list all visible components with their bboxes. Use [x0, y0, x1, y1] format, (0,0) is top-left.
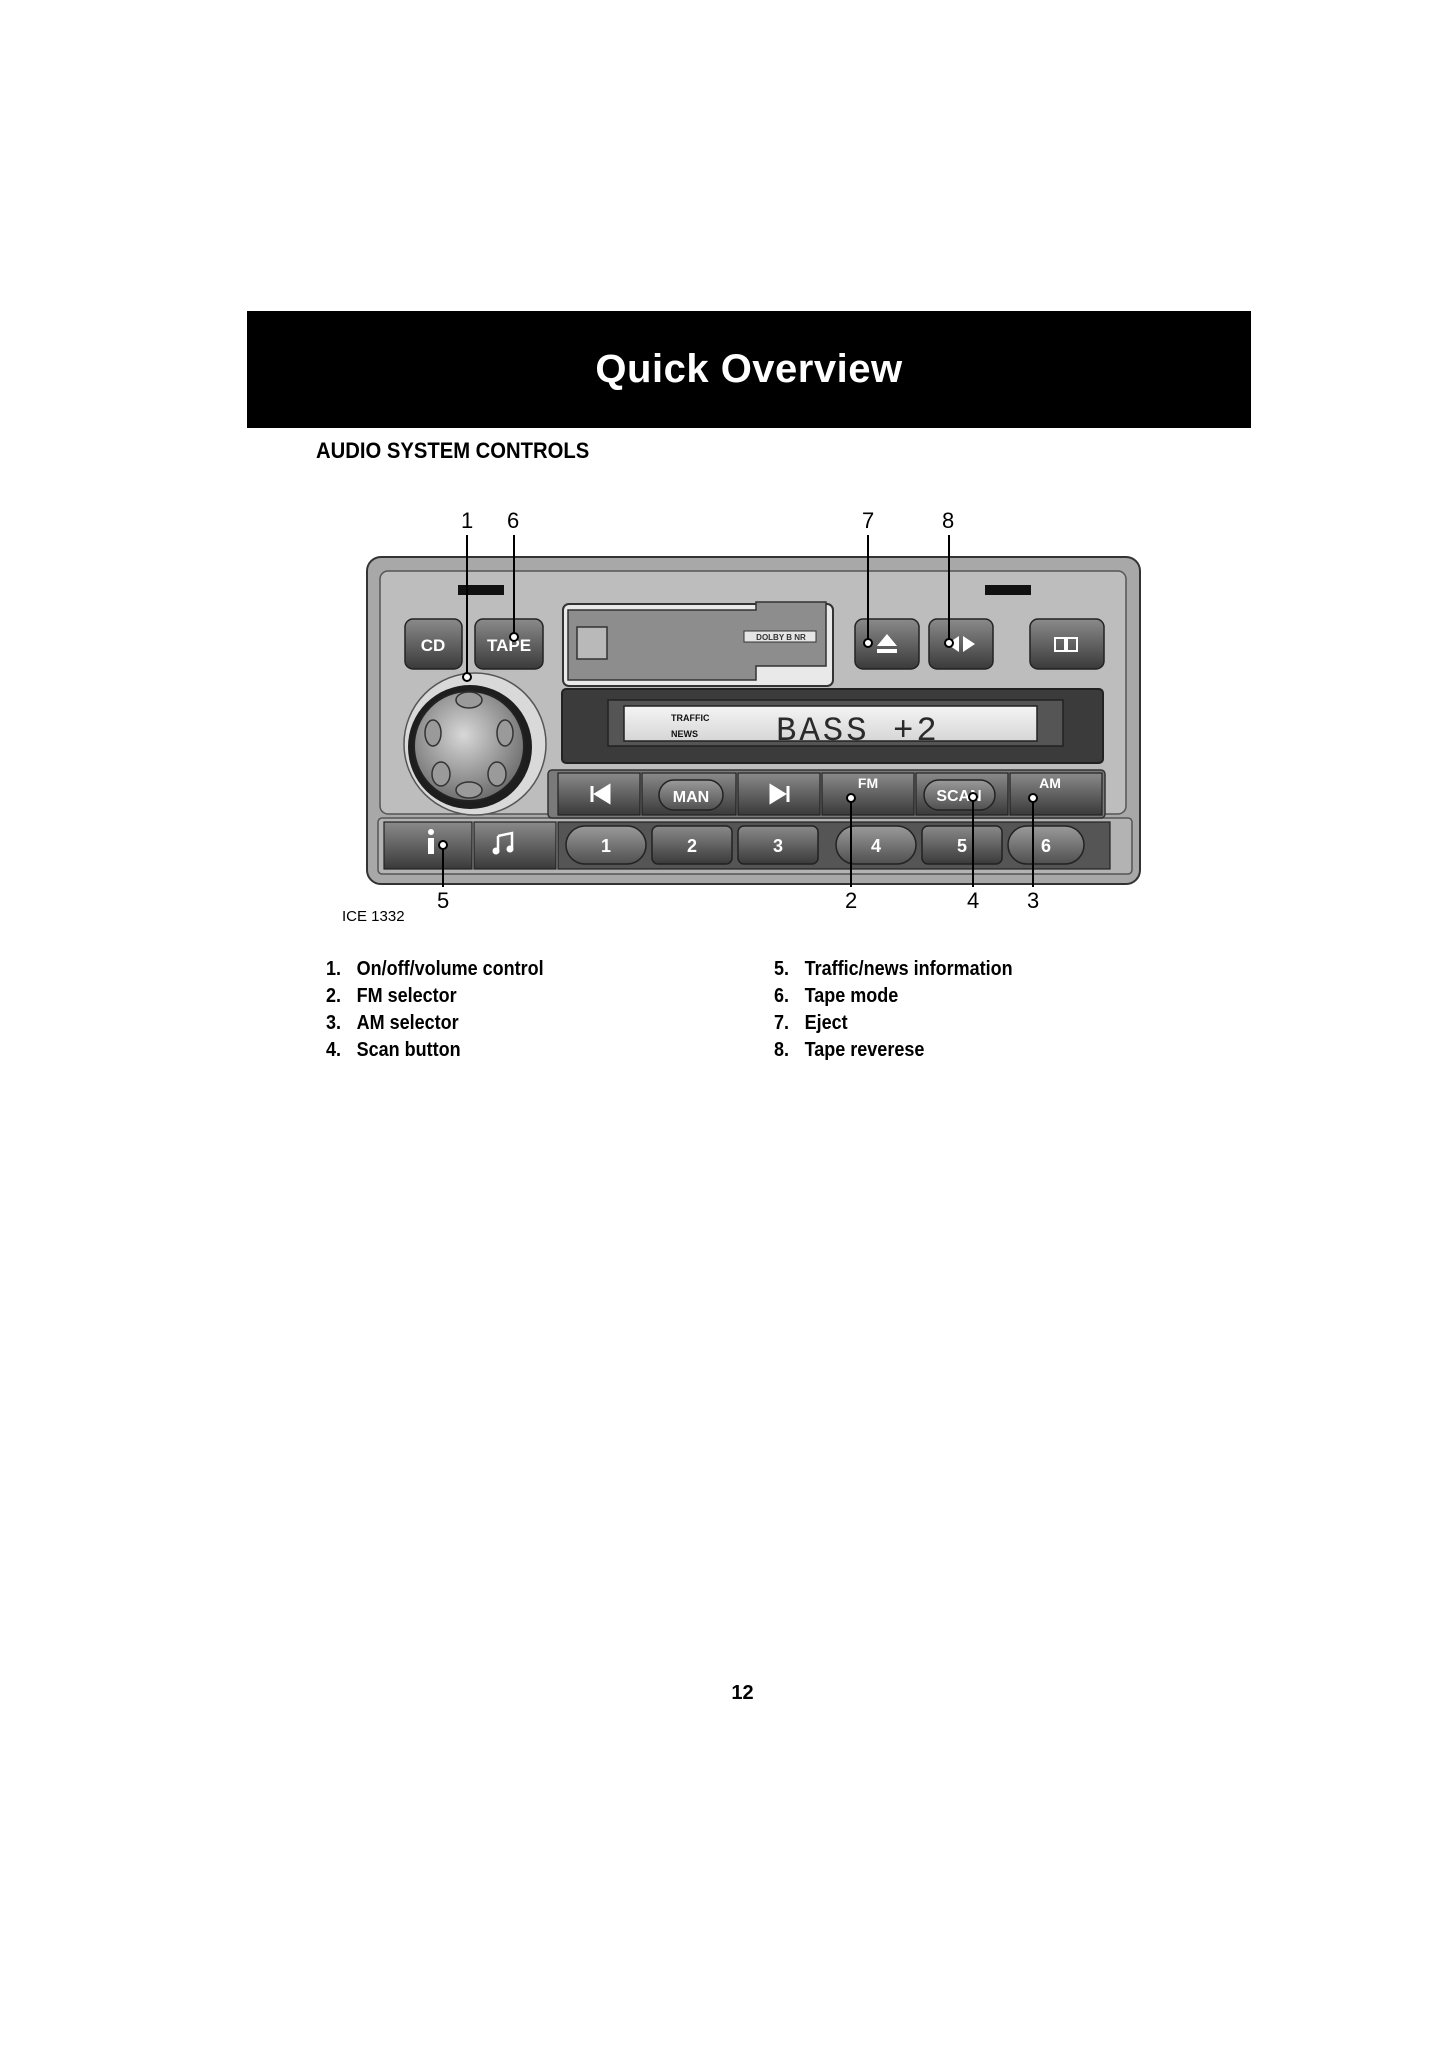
info-button [383, 821, 473, 870]
volume-knob-ring [408, 685, 532, 809]
eject-button [854, 618, 920, 670]
am-button-label: AM [1039, 775, 1061, 791]
callout-leaders [438, 535, 1038, 887]
indicator-slot-right [985, 585, 1031, 595]
preset-6-button [1007, 825, 1085, 865]
callout-4: 4 [967, 888, 980, 913]
legend-item: 4.Scan button [326, 1039, 461, 1061]
preset-3-label: 3 [773, 836, 783, 856]
tape-reverse-button [928, 618, 994, 670]
indicator-slot-left [458, 585, 504, 595]
preset-2-label: 2 [687, 836, 697, 856]
legend-item: 2.FM selector [326, 985, 457, 1007]
callout-3: 3 [1027, 888, 1040, 913]
news-indicator: NEWS [671, 729, 698, 739]
section-title: AUDIO SYSTEM CONTROLS [316, 438, 590, 463]
am-button [1009, 772, 1103, 816]
callout-1: 1 [461, 508, 474, 533]
display-band [561, 688, 1104, 764]
header-banner: Quick Overview [247, 311, 1251, 428]
cassette-window [576, 626, 608, 660]
figure-id-label: ICE 1332 [342, 908, 405, 925]
scan-button [923, 779, 996, 811]
page-number: 12 [731, 1682, 754, 1704]
display-text: BASS +2 [776, 713, 940, 751]
cassette-door [562, 603, 834, 687]
preset-5-label: 5 [957, 836, 967, 856]
scan-button-label: SCAN [936, 788, 981, 805]
dolby-button [1029, 618, 1105, 670]
preset-5-button [921, 825, 1003, 865]
legend-item: 1.On/off/volume control [326, 958, 544, 980]
preset-2-button [651, 825, 733, 865]
dolby-badge: DOLBY B NR [756, 633, 806, 642]
prev-button [557, 772, 641, 816]
callout-2: 2 [845, 888, 858, 913]
preset-1-label: 1 [601, 836, 611, 856]
legend-item: 5.Traffic/news information [774, 958, 1013, 980]
next-button [737, 772, 821, 816]
unit-face [379, 570, 1127, 815]
traffic-indicator: TRAFFIC [671, 713, 710, 723]
cd-button-label: CD [421, 636, 446, 655]
volume-knob [413, 690, 525, 802]
legend-item: 7.Eject [774, 1012, 848, 1034]
cd-button [404, 618, 463, 670]
preset-1-button [565, 825, 647, 865]
legend-list-left: 1.On/off/volume control 2.FM selector 3.… [326, 956, 568, 1064]
legend-item: 3.AM selector [326, 1012, 459, 1034]
preset-strip [377, 817, 1133, 875]
fm-button-label: FM [858, 775, 878, 791]
preset-3-button [737, 825, 819, 865]
unit-body [366, 556, 1141, 885]
tape-button-label: TAPE [487, 636, 531, 655]
tape-button [474, 618, 544, 670]
man-button [658, 779, 724, 811]
music-button [473, 821, 557, 870]
callout-8: 8 [942, 508, 955, 533]
man-button-label: MAN [673, 789, 709, 806]
display-screen [623, 705, 1038, 742]
fm-button [821, 772, 915, 816]
callout-7: 7 [862, 508, 875, 533]
callout-5: 5 [437, 888, 450, 913]
page-title: Quick Overview [595, 347, 903, 391]
legend-item: 6.Tape mode [774, 985, 899, 1007]
preset-4-button [835, 825, 917, 865]
legend-item: 8.Tape reverese [774, 1039, 925, 1061]
preset-6-label: 6 [1041, 836, 1051, 856]
volume-knob-surround [403, 672, 547, 816]
preset-4-label: 4 [871, 836, 881, 856]
callout-6: 6 [507, 508, 520, 533]
legend-list-right: 5.Traffic/news information 6.Tape mode 7… [774, 956, 1039, 1064]
